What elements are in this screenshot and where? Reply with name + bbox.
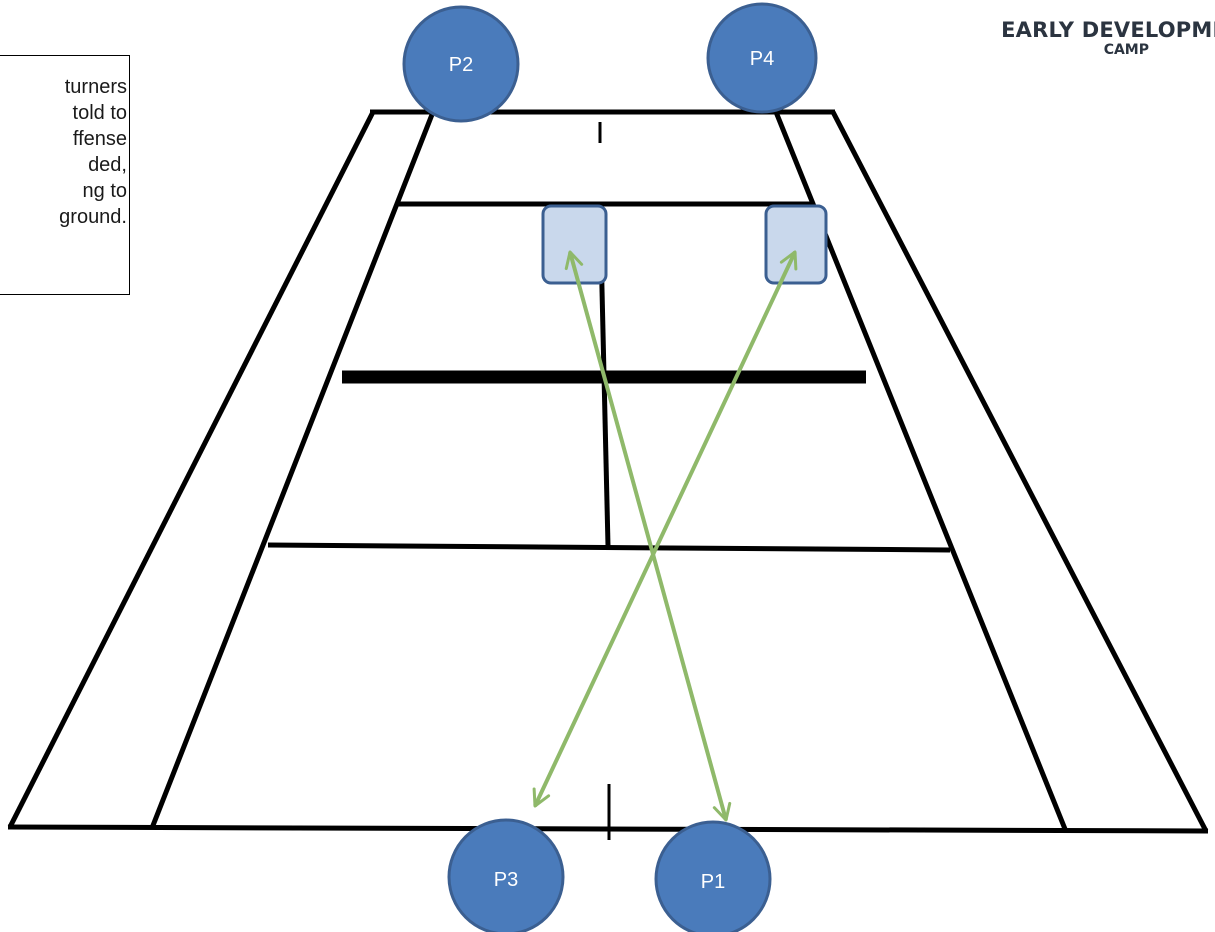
player-label: P4 — [750, 48, 774, 70]
logo-title: EARLY DEVELOPME — [1001, 18, 1215, 42]
player-circle — [706, 2, 818, 114]
player-p2: P2 — [402, 5, 520, 123]
right-doubles-sideline — [830, 110, 1209, 833]
note-line: ded, — [88, 154, 127, 176]
arrow-p1-to-left-target — [564, 250, 732, 822]
player-p1: P1 — [654, 820, 772, 932]
near-service-line — [267, 542, 951, 553]
player-p3: P3 — [447, 818, 565, 932]
player-circle — [654, 820, 772, 932]
left-singles-sideline — [149, 111, 436, 829]
player-p4: P4 — [706, 2, 818, 114]
logo-subtitle: CAMP — [1103, 42, 1149, 58]
court — [7, 109, 1209, 840]
target-zone-right — [764, 204, 828, 285]
note-line: ffense — [72, 128, 127, 150]
note-line: ground. — [59, 206, 127, 228]
arrow-p3-to-right-target — [532, 250, 798, 808]
target-zones — [541, 204, 828, 285]
player-label: P3 — [494, 869, 518, 891]
player-label: P2 — [449, 54, 473, 76]
player-circle — [447, 818, 565, 932]
player-label: P1 — [701, 871, 725, 893]
left-doubles-sideline — [7, 110, 376, 829]
note-line: turners — [64, 76, 127, 98]
camp-logo: EARLY DEVELOPME CAMP — [955, 18, 1215, 58]
note-line: told to — [72, 102, 127, 124]
player-circle — [402, 5, 520, 123]
note-line: ng to — [82, 180, 127, 202]
instruction-note: turners told to ffense ded, ng to ground… — [0, 55, 130, 295]
ball-paths — [532, 250, 798, 822]
